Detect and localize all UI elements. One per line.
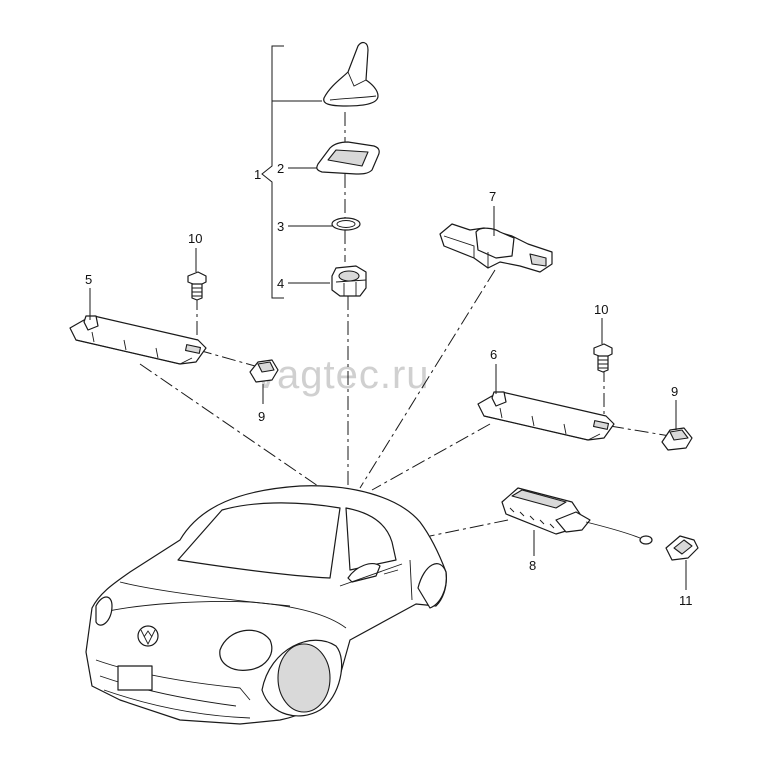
callout-leaders	[89, 206, 687, 590]
clip-right	[661, 427, 693, 451]
vehicle-outline	[85, 485, 447, 725]
callout-7: 7	[489, 189, 496, 204]
antenna-amplifier-left	[69, 315, 207, 365]
interference-filter	[501, 487, 653, 545]
callout-11: 11	[679, 593, 693, 608]
callout-10-right: 10	[594, 302, 608, 317]
callout-3: 3	[277, 219, 284, 234]
antenna-base-seal	[316, 141, 380, 175]
screw-left	[187, 271, 207, 301]
callout-10-left: 10	[188, 231, 202, 246]
watermark: vagtec.ru	[256, 353, 430, 397]
callout-8: 8	[529, 558, 536, 573]
antenna-module	[439, 223, 553, 273]
o-ring	[331, 217, 361, 231]
callout-5: 5	[85, 272, 92, 287]
callout-6: 6	[490, 347, 497, 362]
antenna-cover	[323, 41, 379, 107]
callout-4: 4	[277, 276, 284, 291]
screw-right	[593, 343, 613, 373]
callout-2: 2	[277, 161, 284, 176]
assembly-bracket	[261, 45, 333, 299]
callout-1: 1	[254, 167, 261, 182]
ground-bracket	[665, 535, 699, 561]
callout-9-right: 9	[671, 384, 678, 399]
assignment-lines	[139, 112, 671, 537]
antenna-amplifier-right	[477, 391, 615, 441]
hex-nut	[331, 265, 367, 297]
callout-9-left: 9	[258, 409, 265, 424]
clip-left	[249, 359, 279, 383]
